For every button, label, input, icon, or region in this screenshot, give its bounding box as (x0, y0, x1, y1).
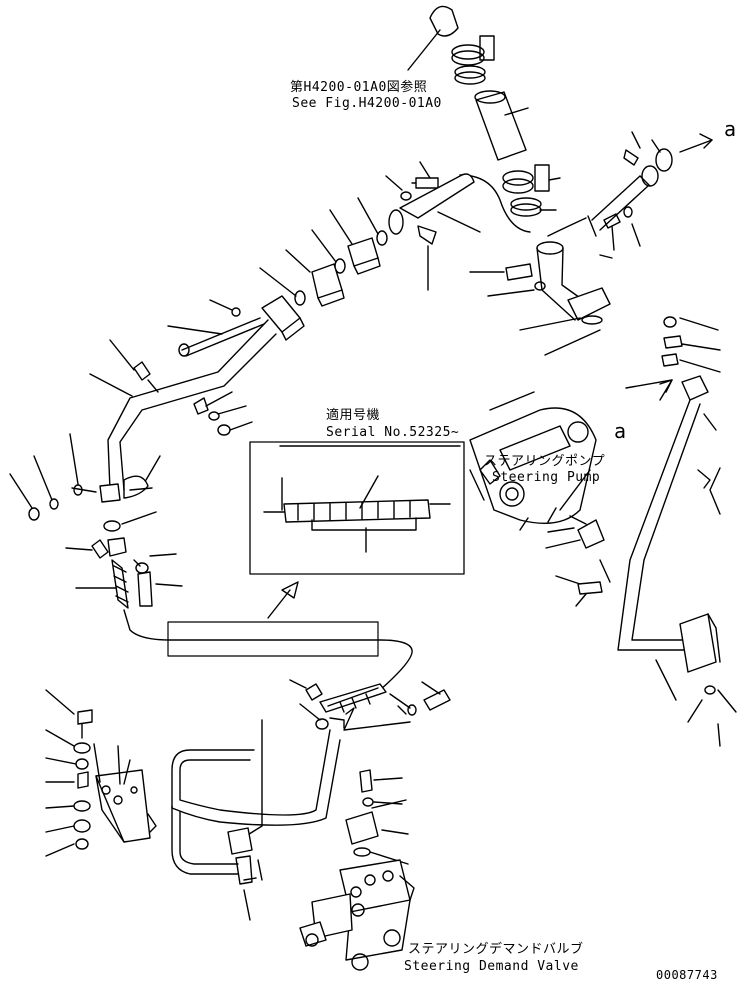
reference-note-jp: 第H4200-01A0図参照 (290, 80, 428, 95)
lower-pipe-loop (135, 719, 409, 921)
lower-hose (289, 679, 451, 731)
left-bracket (45, 689, 151, 857)
pipe-to-a (459, 131, 713, 259)
connector-a-label-right: a (614, 419, 627, 443)
suction-pipe (519, 241, 611, 356)
steering-pump-label-jp: ステアリングポンプ (484, 454, 606, 469)
steering-pump (469, 391, 597, 531)
serial-note-en: Serial No.52325~ (326, 425, 460, 440)
demand-valve-label-en: Steering Demand Valve (404, 959, 579, 974)
upper-mid-bolts (469, 263, 546, 297)
upper-main-pipe (9, 161, 481, 532)
right-pipe (617, 316, 737, 747)
serial-note-jp: 適用号機 (326, 408, 381, 423)
left-hose (65, 537, 413, 701)
reference-note-en: See Fig.H4200-01A0 (292, 96, 442, 111)
connector-a-label-top: a (724, 117, 737, 141)
pump-fittings (545, 515, 611, 607)
steering-pump-label-en: Steering Pump (492, 470, 601, 485)
demand-valve-label-jp: ステアリングデマンドバルブ (408, 942, 584, 957)
serial-inset (167, 441, 465, 657)
steering-demand-valve (299, 859, 415, 971)
upper-hose-assembly (407, 5, 561, 217)
drawing-number: 00087743 (656, 968, 718, 982)
